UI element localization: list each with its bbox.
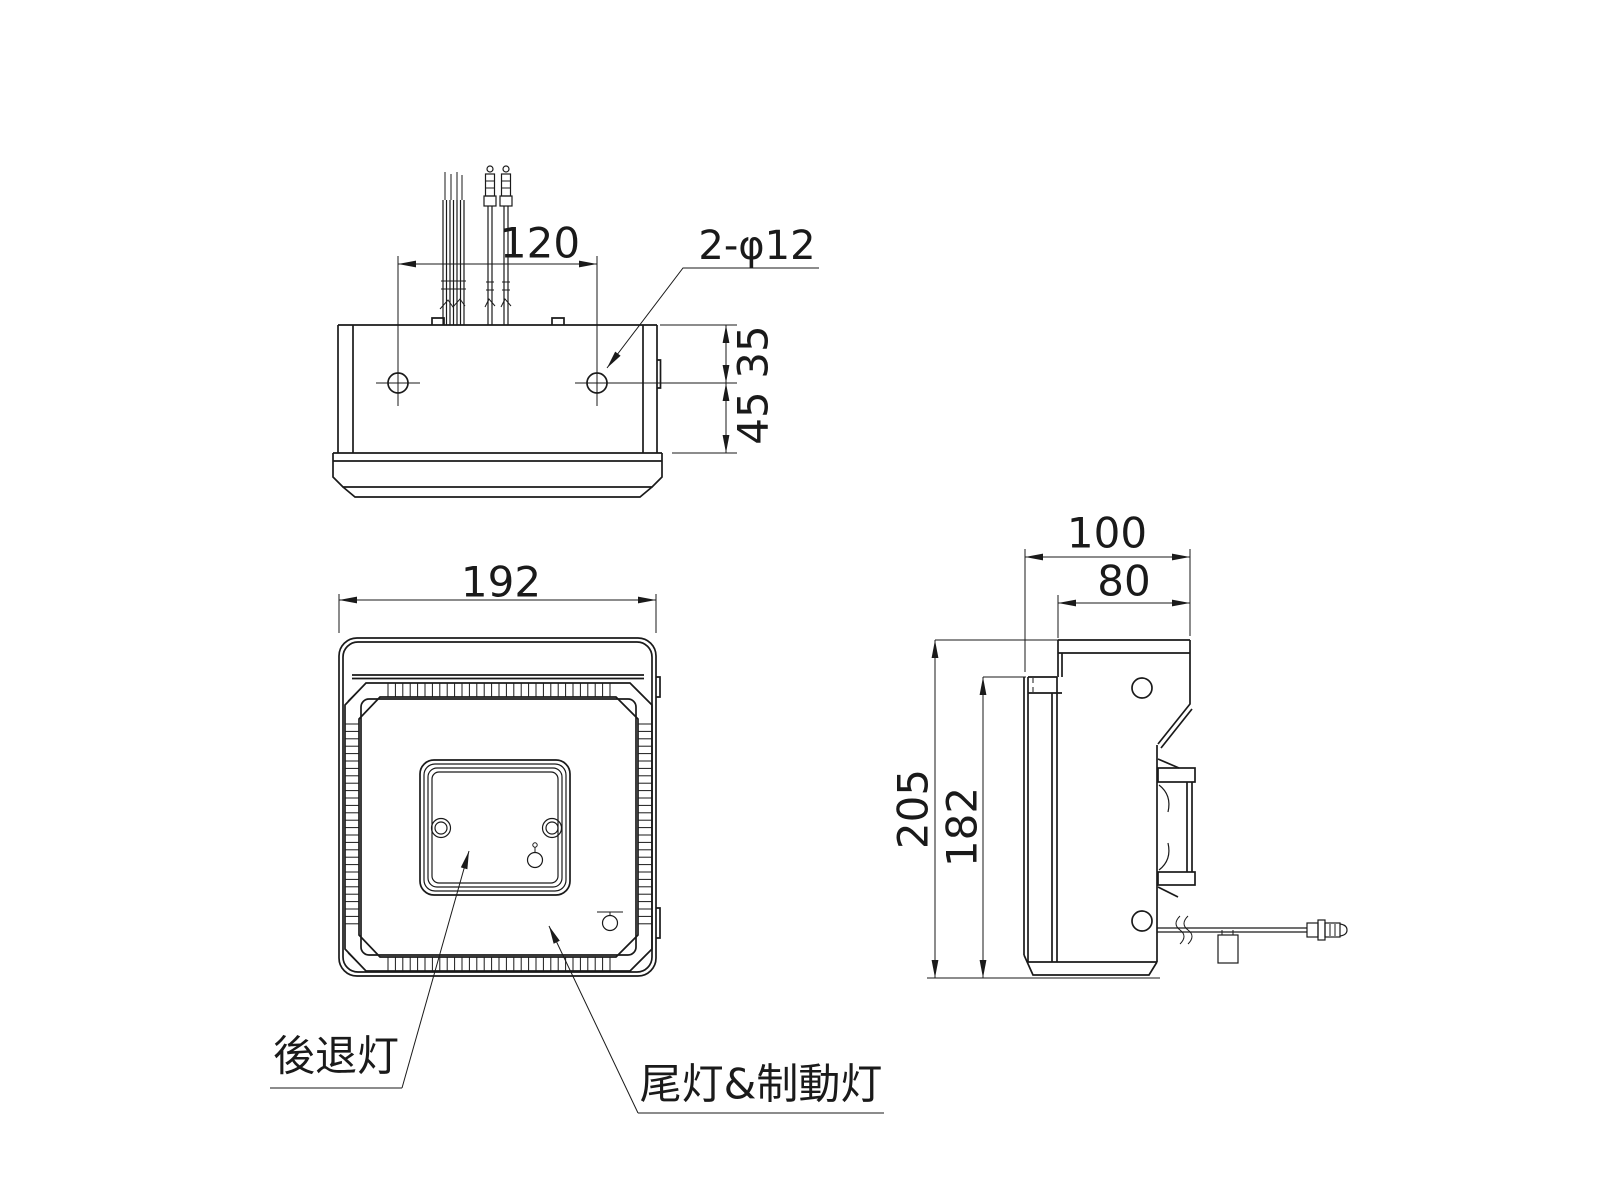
lamp-profile xyxy=(1023,677,1158,976)
dim-205: 205 xyxy=(889,769,938,849)
dim-100: 100 xyxy=(1067,509,1147,558)
wire-grommet-block xyxy=(1217,934,1239,964)
clamp-tab-lower xyxy=(1157,871,1196,886)
tail-lens-face xyxy=(360,698,637,956)
mounting-holes xyxy=(376,256,737,406)
reflector-ring xyxy=(344,682,653,972)
hole-callout: 2-φ12 xyxy=(698,223,815,269)
side-view: 100 80 205 182 xyxy=(889,509,1348,979)
clamp-tab-upper xyxy=(1157,767,1196,783)
label-backup-lamp: 後退灯 xyxy=(273,1032,399,1081)
top-view-body xyxy=(332,317,663,498)
screw-boss-right xyxy=(541,817,563,839)
bracket-hole-lower xyxy=(1131,910,1153,932)
leader-backup xyxy=(270,850,470,1089)
bulb-symbol-tail xyxy=(597,911,623,932)
dim-182: 182 xyxy=(938,787,987,867)
bracket xyxy=(1028,639,1196,963)
dim-192: 192 xyxy=(461,558,541,607)
side-tabs xyxy=(656,676,661,939)
bracket-hole-upper xyxy=(1131,677,1153,699)
backup-lens xyxy=(419,759,571,896)
wire-bundle xyxy=(439,172,466,325)
hole-callout-leader xyxy=(606,267,819,369)
dim-120: 120 xyxy=(500,219,580,268)
leader-tail-brake xyxy=(548,925,884,1114)
side-dim-lines xyxy=(927,549,1191,979)
bulb-symbol-backup xyxy=(526,842,544,869)
dim-80: 80 xyxy=(1097,557,1150,606)
dim-35-45 xyxy=(660,324,737,454)
top-view: 120 2-φ12 35 45 xyxy=(332,165,819,498)
label-tail-brake-lamp: 尾灯&制動灯 xyxy=(640,1060,883,1109)
dim-35: 35 xyxy=(729,325,778,378)
screw-boss-left xyxy=(430,817,452,839)
wire-connector xyxy=(1157,915,1348,964)
outer-housing xyxy=(338,637,657,977)
dim-192-lines xyxy=(338,594,657,633)
front-view: 192 後退灯 尾灯&制動灯 xyxy=(270,558,884,1114)
dim-45: 45 xyxy=(729,391,778,444)
